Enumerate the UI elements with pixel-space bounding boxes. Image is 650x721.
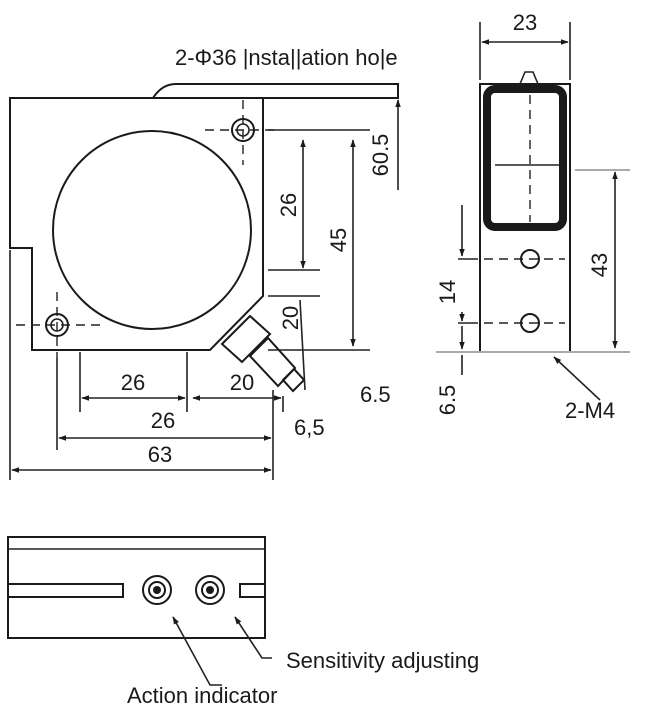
sensing-window-frame bbox=[483, 85, 567, 231]
width-23-label: 23 bbox=[513, 10, 537, 35]
front-body-outline bbox=[9, 97, 264, 351]
bottom-body-outline bbox=[7, 536, 266, 639]
side-hole-bottom bbox=[484, 313, 565, 333]
mounting-bracket-top bbox=[152, 83, 399, 99]
thread-note-label: 2-M4 bbox=[565, 398, 615, 423]
hole-note-label: 2-Φ36 |nsta||ation ho|e bbox=[175, 45, 398, 70]
dim-6-5-side-label: 6.5 bbox=[435, 385, 460, 416]
dim-45-label: 45 bbox=[326, 228, 351, 252]
action-indicator-label: Action indicator bbox=[127, 683, 277, 708]
installation-hole-bottom bbox=[16, 292, 100, 358]
action-indicator-led bbox=[142, 575, 172, 605]
side-body-outline bbox=[479, 83, 571, 353]
sensing-window bbox=[52, 130, 252, 330]
side-view: 23 43 14 6.5 2-M4 bbox=[435, 10, 630, 423]
dim-43-label: 43 bbox=[587, 253, 612, 277]
dim-63-label: 63 bbox=[148, 442, 172, 467]
front-view: 2-Φ36 |nsta||ation ho|e 60.5 26 45 20 26… bbox=[9, 45, 401, 480]
dim-20-vertical-label: 20 bbox=[278, 306, 303, 330]
dim-26-vertical-label: 26 bbox=[276, 193, 301, 217]
side-hole-top bbox=[484, 249, 565, 269]
installation-hole-top bbox=[205, 100, 280, 165]
dim-20-horizontal-label: 20 bbox=[230, 370, 254, 395]
dim-6-5-b-label: 6,5 bbox=[294, 415, 325, 440]
dim-26-b-label: 26 bbox=[151, 408, 175, 433]
sensitivity-adjusting-label: Sensitivity adjusting bbox=[286, 648, 479, 673]
dim-60-5-label: 60.5 bbox=[368, 134, 393, 177]
dim-6-5-a-label: 6.5 bbox=[360, 382, 391, 407]
dim-14-label: 14 bbox=[435, 280, 460, 304]
bottom-view: Sensitivity adjusting Action indicator bbox=[7, 536, 479, 708]
dim-26-a-label: 26 bbox=[121, 370, 145, 395]
sensitivity-adjusting-knob bbox=[195, 575, 225, 605]
